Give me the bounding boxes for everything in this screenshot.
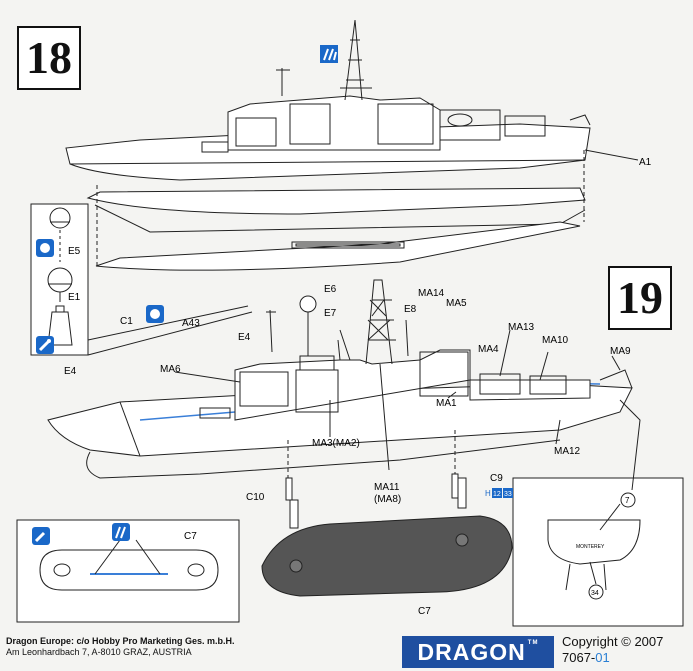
- label-c7-base: C7: [418, 606, 431, 617]
- step-19-number: 19: [608, 266, 672, 330]
- paint-icon-left: [32, 239, 164, 545]
- label-e8: E8: [404, 304, 417, 315]
- label-ma6: MA6: [160, 364, 181, 375]
- label-ma5: MA5: [446, 298, 467, 309]
- label-e4-18: E4: [64, 366, 77, 377]
- hull-lower-c1: [86, 187, 586, 215]
- ship-name-monterey: MONTEREY: [576, 544, 605, 550]
- label-c7-callout: C7: [184, 531, 197, 542]
- label-ma1: MA1: [436, 398, 457, 409]
- display-base-c7: [261, 515, 513, 597]
- label-a43: A43: [182, 318, 200, 329]
- label-ma10: MA10: [542, 335, 569, 346]
- hull-bottom-a43: [95, 221, 581, 271]
- footer-line1: Dragon Europe: c/o Hobby Pro Marketing G…: [6, 636, 235, 646]
- copyright-block: Copyright © 2007 7067-01: [562, 634, 663, 666]
- label-e5: E5: [68, 246, 81, 257]
- copyright-text: Copyright © 2007: [562, 634, 664, 649]
- label-e7: E7: [324, 308, 337, 319]
- kit-code-suffix: 01: [595, 650, 610, 665]
- instruction-drawing: A1 E5 E1 E4 C1 A43 E6 E4 E7 E8 MA14 MA5 …: [16, 19, 684, 627]
- color-code-12: 12: [493, 491, 501, 498]
- label-ma14: MA14: [418, 288, 445, 299]
- label-a1: A1: [639, 157, 652, 168]
- callout-34: 34: [591, 590, 599, 597]
- mast-18: [344, 19, 363, 101]
- label-e6: E6: [324, 284, 337, 295]
- label-ma9: MA9: [610, 346, 631, 357]
- brand-text: DRAGON: [417, 638, 526, 665]
- label-c1: C1: [120, 316, 133, 327]
- label-c10: C10: [246, 492, 265, 503]
- label-ma11: MA11: [374, 482, 400, 493]
- step-18-number: 18: [17, 26, 81, 90]
- callout-7: 7: [625, 496, 630, 505]
- footer-line2: Am Leonhardbach 7, A-8010 GRAZ, AUSTRIA: [6, 647, 192, 657]
- label-e1: E1: [68, 292, 81, 303]
- label-ma4: MA4: [478, 344, 499, 355]
- label-ma3: MA3(MA2): [312, 438, 360, 449]
- label-e4-19: E4: [238, 332, 251, 343]
- hull-deck-a1: [65, 123, 591, 181]
- kit-code: 7067-01: [562, 650, 663, 666]
- color-code-33: 33: [504, 491, 512, 498]
- label-ma8: (MA8): [374, 494, 401, 505]
- kit-code-prefix: 7067-: [562, 650, 596, 665]
- color-code-h: H: [485, 489, 491, 498]
- label-ma13: MA13: [508, 322, 535, 333]
- label-c9: C9: [490, 473, 503, 484]
- label-ma12: MA12: [554, 446, 581, 457]
- footer-address: Dragon Europe: c/o Hobby Pro Marketing G…: [6, 636, 235, 658]
